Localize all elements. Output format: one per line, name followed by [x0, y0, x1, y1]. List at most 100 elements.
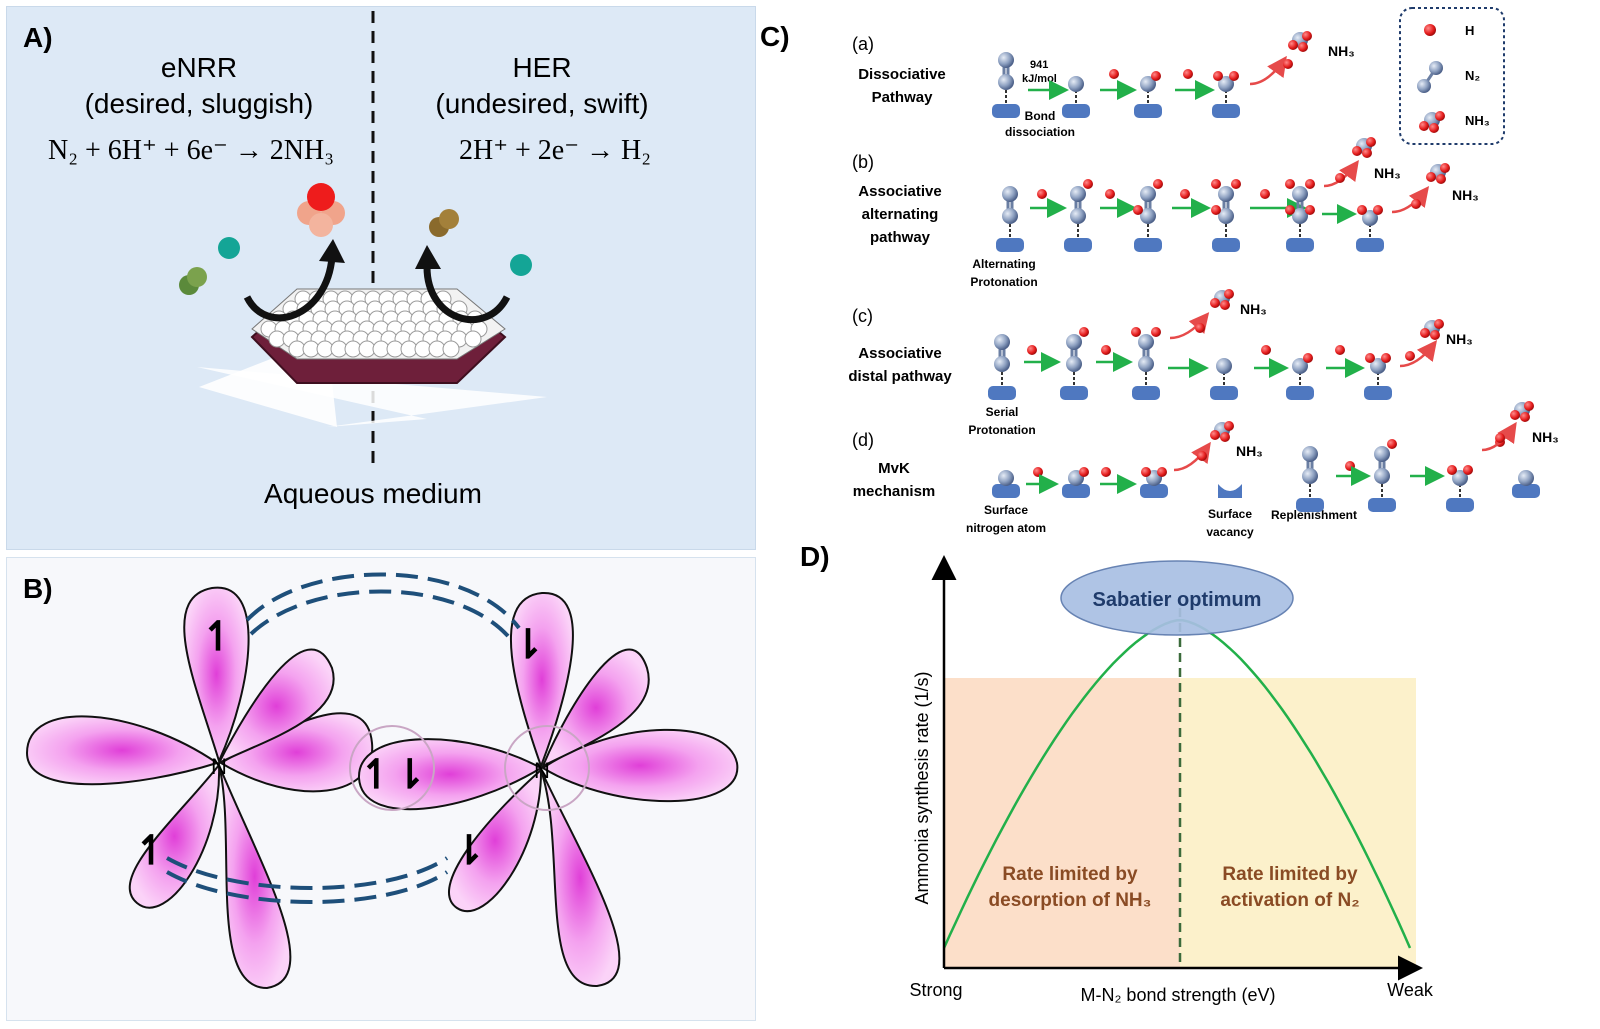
hydrogen-atom — [1079, 467, 1089, 477]
right-region-line-1: Rate limited by — [1222, 864, 1358, 885]
row-a-tag: (a) — [852, 34, 874, 54]
electron-pair-left — [179, 267, 207, 295]
panel-b-canvas: B) N N — [23, 572, 739, 990]
release-arrow — [1391, 186, 1430, 214]
release-arrow — [1173, 441, 1211, 472]
hydrogen-atom — [1436, 174, 1446, 184]
legend-h-icon — [1424, 24, 1436, 36]
hydrogen-atom — [1283, 59, 1293, 69]
panel-d: D) Sabatier optimum Ammonia synthesis ra… — [770, 541, 1594, 1026]
legend-h: H — [1465, 23, 1474, 38]
hydrogen-atom — [1288, 40, 1298, 50]
surface-site — [1062, 484, 1090, 498]
legend: H N₂ NH₃ — [1399, 7, 1505, 145]
enrr-title: eNRR — [161, 52, 237, 83]
spin-pair-sigma: ↿⇂ — [359, 753, 426, 797]
hydrogen-atom — [1153, 179, 1163, 189]
x-left-label: Strong — [909, 980, 962, 1000]
surface-site — [1212, 238, 1240, 252]
hydrogen-atom — [1285, 205, 1295, 215]
hydrogen-atom — [1303, 353, 1313, 363]
her-equation: 2H⁺ + 2e⁻ → H₂ — [459, 135, 651, 166]
hydrogen-atom — [1195, 323, 1205, 333]
hydrogen-atom — [1298, 42, 1308, 52]
release-arrow — [1249, 55, 1287, 86]
row-c-tag: (c) — [852, 306, 873, 326]
hydrogen-atom — [1420, 328, 1430, 338]
note-surface-v: Surface — [1208, 507, 1252, 521]
enrr-equation: N₂ + 6H⁺ + 6e⁻ → 2NH₃ — [48, 135, 334, 166]
legend-n2-icon — [1417, 61, 1443, 93]
right-region — [1180, 678, 1416, 968]
panel-a-label: A) — [23, 22, 53, 53]
hydrogen-atom — [1373, 205, 1383, 215]
hydrogen-atom — [1151, 327, 1161, 337]
hydrogen-atom — [1352, 146, 1362, 156]
ammonia-molecule — [297, 183, 345, 237]
note-bond: Bond — [1025, 109, 1056, 123]
right-region-line-2: activation of N₂ — [1220, 890, 1359, 911]
hydrogen-atom — [1285, 179, 1295, 189]
row-d-tag: (d) — [852, 430, 874, 450]
panel-d-canvas: D) Sabatier optimum Ammonia synthesis ra… — [800, 541, 1434, 1005]
hydrogen-atom — [1224, 289, 1234, 299]
x-axis-label: M-N₂ bond strength (eV) — [1080, 985, 1275, 1005]
release-arrow — [1399, 340, 1438, 368]
row-a-name-1: Dissociative — [858, 66, 946, 83]
left-nitrogen-orbitals — [25, 586, 374, 990]
her-subtitle: (undesired, swift) — [435, 88, 648, 119]
hydrogen-atom — [1510, 410, 1520, 420]
hydrogen-atom — [1362, 148, 1372, 158]
surface-site — [1132, 386, 1160, 400]
spin-up-bottom-left: ↿ — [134, 829, 168, 873]
hydrogen-atom — [1083, 179, 1093, 189]
note-protonation-c: Protonation — [968, 423, 1035, 437]
hydrogen-atom — [1430, 330, 1440, 340]
panel-c-canvas: C) H N₂ NH₃ (a) Dissociative Pathway ( — [760, 7, 1559, 539]
hydrogen-atom — [1305, 205, 1315, 215]
note-alternating: Alternating — [972, 257, 1035, 271]
note-vacancy: vacancy — [1206, 525, 1254, 539]
product-c1: NH₃ — [1240, 301, 1267, 317]
note-kjmol: kJ/mol — [1022, 73, 1057, 85]
hydrogen-atom — [1151, 71, 1161, 81]
hydrogen-atom — [1381, 353, 1391, 363]
hydrogen-atom — [1210, 430, 1220, 440]
row-d-name-2: mechanism — [853, 483, 936, 500]
surface-site — [1064, 238, 1092, 252]
surface-vacancy — [1218, 484, 1242, 498]
product-c2: NH₃ — [1446, 331, 1473, 347]
spin-down-bottom-right: ⇂ — [452, 829, 486, 873]
note-dissociation: dissociation — [1005, 125, 1075, 139]
release-arrow — [1481, 421, 1517, 452]
surface-site — [1364, 386, 1392, 400]
surface-site — [1286, 238, 1314, 252]
panel-c: C) H N₂ NH₃ (a) Dissociative Pathway ( — [760, 6, 1594, 550]
enrr-arrow — [243, 256, 336, 322]
note-941: 941 — [1030, 59, 1048, 71]
surface-site — [1140, 484, 1168, 498]
surface-site — [1368, 498, 1396, 512]
hydrogen-atom — [1231, 179, 1241, 189]
hydrogen-atom — [1079, 327, 1089, 337]
orbital-overlap-left — [349, 725, 435, 811]
hydrogen-atom — [1426, 172, 1436, 182]
hydrogen-atom — [1027, 345, 1037, 355]
aqueous-medium-label: Aqueous medium — [264, 478, 482, 509]
panel-b: B) N N — [6, 557, 756, 1021]
row-b-name-2: alternating — [862, 206, 939, 223]
pi-bond-top — [245, 572, 521, 644]
hydrogen-atom — [1224, 421, 1234, 431]
left-region-line-2: desorption of NH₃ — [989, 890, 1152, 911]
nitrogen-left: N — [211, 754, 227, 779]
hydrogen-atom — [1411, 199, 1421, 209]
hydrogen-atom — [1305, 179, 1315, 189]
note-surface-n: Surface — [984, 503, 1028, 517]
surface-site — [1134, 104, 1162, 118]
legend-nh3-icon — [1419, 111, 1445, 133]
y-axis-label: Ammonia synthesis rate (1/s) — [912, 671, 932, 904]
hydrogen-atom — [1210, 298, 1220, 308]
panel-b-label: B) — [23, 573, 53, 604]
sabatier-optimum-label: Sabatier optimum — [1093, 589, 1262, 611]
hydrogen-atom — [1335, 173, 1345, 183]
